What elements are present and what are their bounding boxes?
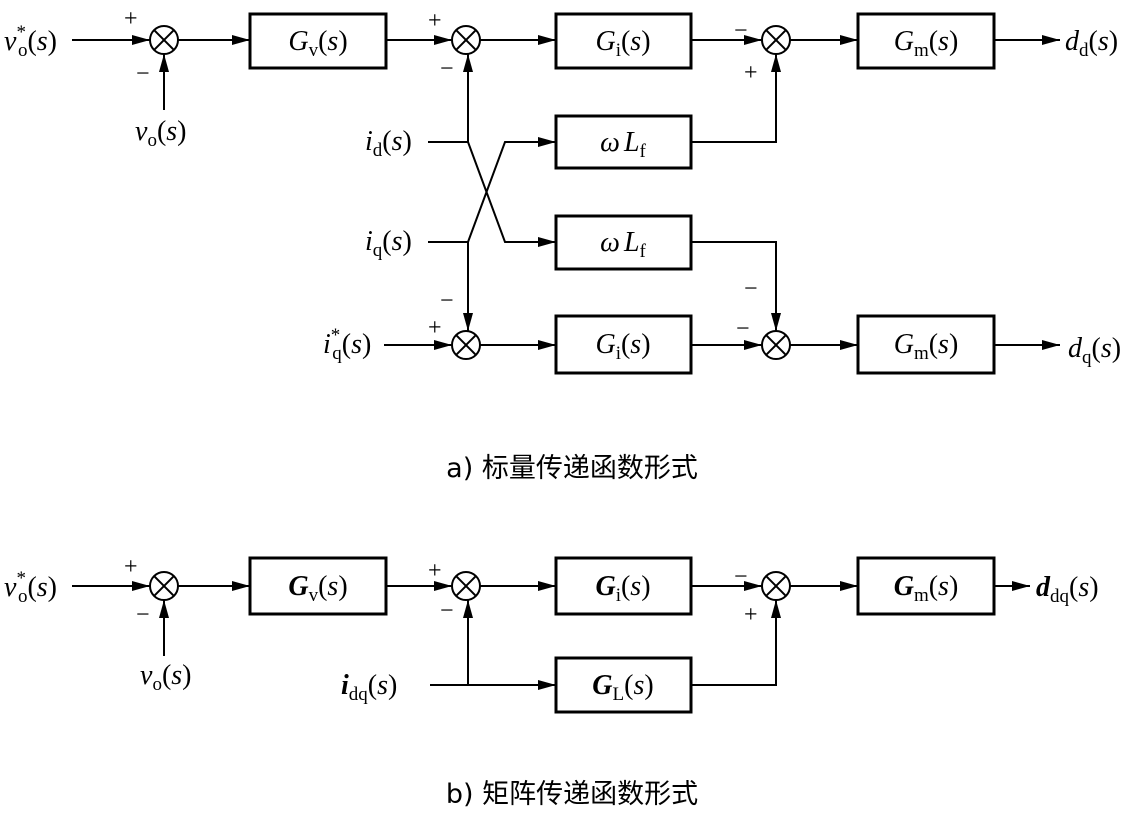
svg-text:Gv(s): Gv(s) <box>288 26 347 61</box>
scalar-sign-labels: + − + − − + − + − − <box>124 6 758 342</box>
sign-plus: + <box>744 60 758 86</box>
label-dd-output: dd(s) <box>1065 26 1118 61</box>
svg-text:GL(s): GL(s) <box>592 670 653 705</box>
matrix-sign-labels: + − + − − + <box>124 554 758 628</box>
block-gv-scalar: Gv(s) <box>248 12 388 70</box>
matrix-arrowheads <box>132 581 1030 690</box>
summing-junction-voltage-b <box>149 571 179 601</box>
label-vo-ref-matrix: v*o(s) <box>4 568 57 607</box>
summing-junction-current-q <box>451 330 481 360</box>
label-dq-output: dq(s) <box>1068 333 1121 368</box>
sign-plus: + <box>428 8 442 34</box>
summing-junction-output-dq <box>761 571 791 601</box>
block-gi-d: Gi(s) <box>554 12 693 70</box>
label-ddq-output: ddq(s) <box>1036 572 1099 607</box>
sign-minus: − <box>440 288 454 314</box>
label-vo-feedback-matrix: vo(s) <box>140 660 192 695</box>
block-gm-matrix: Gm(s) <box>856 556 996 616</box>
sign-minus: − <box>440 598 454 624</box>
scalar-wires <box>72 39 1060 346</box>
svg-text:Gi(s): Gi(s) <box>595 571 650 606</box>
scalar-form-diagram: Gv(s) Gi(s) Gm(s) ωLf ωLf <box>4 6 1121 484</box>
caption-scalar-form: a) 标量传递函数形式 <box>446 453 698 484</box>
sign-minus: − <box>734 564 748 590</box>
label-id: id(s) <box>365 126 412 161</box>
svg-text:ωLf: ωLf <box>600 227 646 262</box>
svg-text:Gi(s): Gi(s) <box>595 329 650 364</box>
svg-text:ωLf: ωLf <box>600 127 646 162</box>
label-iq-ref: i*q(s) <box>323 325 371 364</box>
sign-plus: + <box>744 602 758 628</box>
block-gi-q: Gi(s) <box>554 314 693 375</box>
sign-minus: − <box>136 602 150 628</box>
summing-junction-voltage-a <box>149 25 179 55</box>
sign-minus: − <box>736 316 750 342</box>
summing-junction-output-d <box>761 25 791 55</box>
block-gl-matrix: GL(s) <box>554 656 693 714</box>
label-vo-ref-scalar: v*o(s) <box>4 22 57 61</box>
sign-minus: − <box>744 276 758 302</box>
sign-minus: − <box>734 18 748 44</box>
block-gi-matrix: Gi(s) <box>554 556 693 616</box>
svg-text:Gm(s): Gm(s) <box>894 329 959 364</box>
matrix-form-diagram: Gv(s) Gi(s) Gm(s) GL(s) v*o(s) vo(s) <box>4 554 1099 810</box>
sign-minus: − <box>440 56 454 82</box>
label-iq: iq(s) <box>365 226 412 261</box>
svg-text:Gm(s): Gm(s) <box>894 571 959 606</box>
svg-text:Gv(s): Gv(s) <box>288 571 347 606</box>
summing-junction-output-q <box>761 330 791 360</box>
sign-plus: + <box>428 558 442 584</box>
block-gm-q: Gm(s) <box>856 314 996 375</box>
block-gv-matrix: Gv(s) <box>248 556 388 616</box>
summing-junction-current-d <box>451 25 481 55</box>
label-vo-feedback-scalar: vo(s) <box>135 116 187 151</box>
summing-junction-current-dq <box>451 571 481 601</box>
scalar-arrowheads <box>132 35 1060 350</box>
label-idq: idq(s) <box>341 670 397 705</box>
block-gm-d: Gm(s) <box>856 12 996 70</box>
svg-text:Gm(s): Gm(s) <box>894 26 959 61</box>
sign-plus: + <box>124 6 138 32</box>
sign-plus: + <box>428 315 442 341</box>
caption-matrix-form: b) 矩阵传递函数形式 <box>446 779 698 810</box>
svg-text:Gi(s): Gi(s) <box>595 26 650 61</box>
sign-minus: − <box>136 61 150 87</box>
sign-plus: + <box>124 554 138 580</box>
